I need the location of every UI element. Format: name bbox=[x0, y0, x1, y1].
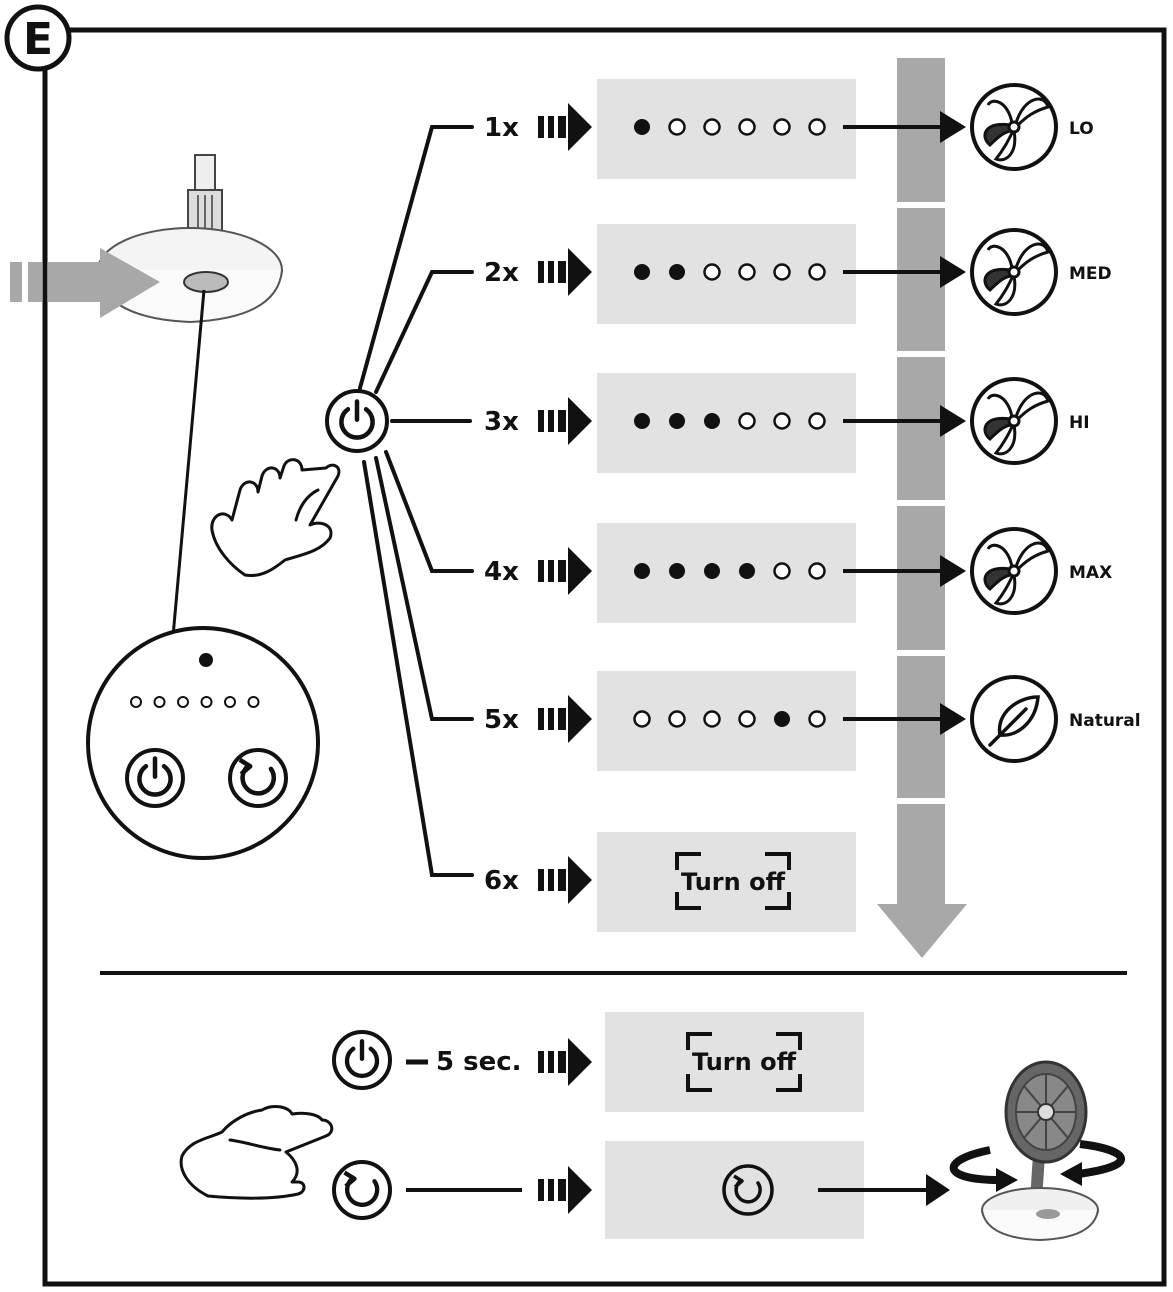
indicator-dot-on bbox=[634, 413, 650, 429]
indicator-dot-off bbox=[668, 118, 686, 136]
indicator-dot-off bbox=[773, 118, 791, 136]
turn-off-box bbox=[675, 852, 791, 910]
step-arrow-icon bbox=[538, 397, 592, 445]
indicator-dot-off bbox=[703, 710, 721, 728]
indicator-dot-off bbox=[808, 118, 826, 136]
mode-arrow-head bbox=[940, 111, 966, 143]
outer-frame bbox=[42, 27, 1167, 1287]
indicator-dot-off bbox=[738, 263, 756, 281]
step-arrow-icon bbox=[538, 547, 592, 595]
power-button[interactable] bbox=[125, 748, 185, 808]
result-panel bbox=[605, 1012, 864, 1112]
fan-icon bbox=[970, 377, 1058, 465]
central-power-button[interactable] bbox=[325, 389, 389, 453]
oscillation-row bbox=[332, 1141, 950, 1239]
indicator-dot-off bbox=[773, 562, 791, 580]
indicator-dot-off bbox=[773, 412, 791, 430]
hand-press-icon bbox=[210, 458, 341, 578]
panel-indicator-dot bbox=[247, 696, 260, 708]
fan-icon bbox=[970, 527, 1058, 615]
indicator-dot-off bbox=[808, 562, 826, 580]
press-count-label: 4x bbox=[484, 557, 519, 587]
indicator-dot-off bbox=[738, 412, 756, 430]
step-row: 5x Natural bbox=[484, 671, 1141, 771]
press-count-label: 6x bbox=[484, 866, 519, 896]
mode-label: HI bbox=[1069, 413, 1090, 433]
step-arrow-icon bbox=[538, 248, 592, 296]
indicator-dot-off bbox=[703, 118, 721, 136]
mode-label: LO bbox=[1069, 119, 1094, 139]
step-row: 6x Turn off bbox=[484, 832, 856, 932]
fan-base-illustration bbox=[10, 154, 283, 324]
oscillation-indicator-icon bbox=[722, 1164, 774, 1216]
turn-off-box bbox=[686, 1032, 802, 1092]
oscillation-button[interactable] bbox=[228, 748, 288, 808]
mode-arrow-head bbox=[940, 555, 966, 587]
indicator-dot-off bbox=[773, 263, 791, 281]
mode-arrow-head bbox=[940, 703, 966, 735]
mode-arrow-head bbox=[940, 256, 966, 288]
sequence-arrow bbox=[877, 58, 967, 958]
fan-icon bbox=[970, 83, 1058, 171]
hold-power-row: 5 sec. Turn off bbox=[332, 1012, 864, 1112]
indicator-dot-off bbox=[738, 118, 756, 136]
oscillating-fan-illustration bbox=[949, 1060, 1125, 1242]
indicator-dot-on bbox=[634, 563, 650, 579]
press-count-label: 2x bbox=[484, 258, 519, 288]
turn-off-label: Turn off bbox=[692, 1048, 797, 1076]
indicator-panel bbox=[597, 832, 856, 932]
indicator-dot-on bbox=[669, 563, 685, 579]
section-badge: E bbox=[4, 4, 72, 72]
step-arrow-icon bbox=[538, 856, 592, 904]
indicator-dot-off bbox=[668, 710, 686, 728]
leaf-icon bbox=[970, 675, 1058, 763]
control-panel-closeup bbox=[86, 626, 320, 860]
panel-indicator-dot bbox=[130, 696, 142, 708]
indicator-dot-on bbox=[704, 413, 720, 429]
fan-icon bbox=[970, 228, 1058, 316]
indicator-dot-off bbox=[738, 710, 756, 728]
panel-indicator-dot bbox=[177, 696, 189, 708]
press-count-label: 5x bbox=[484, 705, 519, 735]
press-count-label: 1x bbox=[484, 113, 519, 143]
mode-label: MAX bbox=[1069, 563, 1112, 583]
mode-label: MED bbox=[1069, 264, 1112, 284]
indicator-dot-on bbox=[739, 563, 755, 579]
step-arrow-icon bbox=[538, 103, 592, 151]
hold-power-button[interactable] bbox=[332, 1030, 392, 1090]
indicator-dot-on bbox=[774, 711, 790, 727]
indicator-dot-off bbox=[633, 710, 651, 728]
leader-line bbox=[168, 289, 206, 671]
step-row: 1x LO bbox=[484, 79, 1094, 179]
indicator-dot-on bbox=[669, 264, 685, 280]
mode-label: Natural bbox=[1069, 711, 1141, 731]
hold-duration: 5 sec. bbox=[436, 1047, 522, 1077]
indicator-dot-on bbox=[634, 264, 650, 280]
hand-hold-icon bbox=[179, 1105, 334, 1200]
indicator-dot-off bbox=[808, 710, 826, 728]
branch-lines bbox=[358, 125, 474, 877]
indicator-dot-off bbox=[703, 263, 721, 281]
mode-arrow-head bbox=[940, 405, 966, 437]
panel-indicator-dot bbox=[224, 696, 236, 708]
indicator-dot-off bbox=[808, 263, 826, 281]
step-arrow-icon bbox=[538, 695, 592, 743]
indicator-dot-off bbox=[808, 412, 826, 430]
step-row: 4x MAX bbox=[484, 523, 1112, 623]
panel-indicator-dot bbox=[153, 696, 166, 708]
indicator-dot-on bbox=[704, 563, 720, 579]
turn-off-label: Turn off bbox=[681, 868, 786, 896]
panel-indicator-dot bbox=[200, 696, 213, 708]
indicator-dot-on bbox=[634, 119, 650, 135]
press-count-label: 3x bbox=[484, 407, 519, 437]
bottom-oscillation-button[interactable] bbox=[332, 1160, 392, 1220]
indicator-dot-on bbox=[669, 413, 685, 429]
step-row: 3x HI bbox=[484, 373, 1090, 473]
section-letter: E bbox=[23, 14, 53, 65]
step-row: 2x MED bbox=[484, 224, 1112, 324]
